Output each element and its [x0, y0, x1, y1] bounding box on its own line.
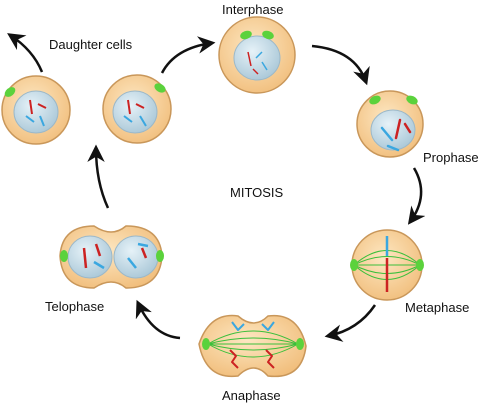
cell-telophase	[59, 225, 164, 289]
centrosome	[240, 30, 274, 40]
separating-chromatids	[229, 321, 275, 369]
label-anaphase: Anaphase	[222, 388, 281, 403]
arrow-interphase-to-prophase	[311, 44, 370, 86]
chromosomes	[82, 242, 149, 270]
daughter-cell-right	[102, 74, 172, 144]
arrow-daughter-out	[7, 33, 44, 73]
arrow-metaphase-to-anaphase	[324, 304, 377, 342]
cell-prophase	[356, 90, 424, 158]
daughter-cell-left	[1, 75, 71, 145]
label-metaphase: Metaphase	[405, 300, 470, 315]
cycle-arrows	[7, 33, 426, 342]
cell-anaphase	[198, 314, 307, 378]
arrow-daughter-to-interphase	[160, 36, 216, 74]
label-daughter-cells: Daughter cells	[49, 37, 133, 52]
spindle-fibers	[207, 330, 299, 358]
diagram-title: MITOSIS	[230, 185, 284, 200]
label-interphase: Interphase	[222, 2, 284, 17]
cell-interphase	[218, 16, 296, 94]
chromatin	[247, 51, 268, 75]
label-prophase: Prophase	[423, 150, 479, 165]
label-telophase: Telophase	[45, 299, 105, 314]
cell-metaphase	[350, 229, 424, 301]
arrow-anaphase-to-telophase	[135, 299, 181, 340]
chromosomes	[380, 118, 412, 152]
arrow-telophase-to-daughter	[87, 144, 110, 209]
arrow-prophase-to-metaphase	[407, 167, 426, 225]
